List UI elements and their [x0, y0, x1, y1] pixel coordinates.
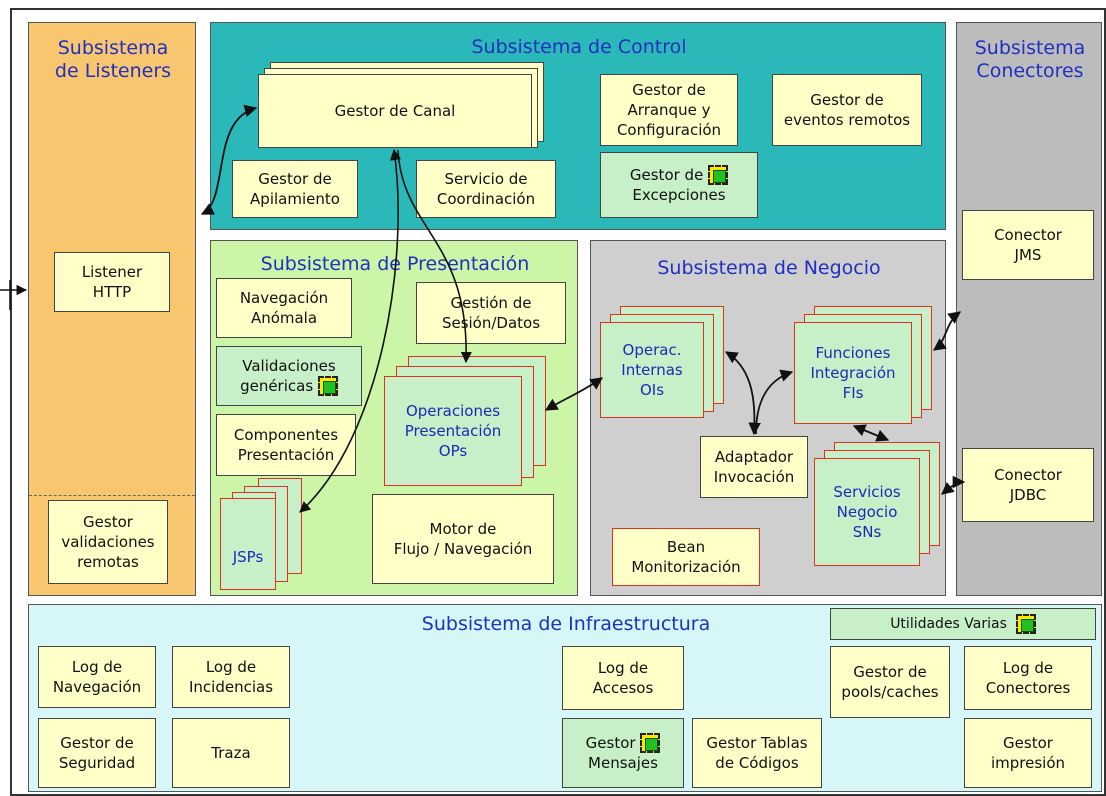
log-conectores-label: Log de Conectores [985, 658, 1071, 697]
log-navegacion-label: Log de Navegación [52, 657, 142, 696]
validaciones-label-1: Validaciones [242, 356, 336, 375]
component-cube-icon [1015, 614, 1036, 634]
gestor-excepciones-label-1: Gestor de [629, 165, 704, 184]
motor-flujo-box: Motor de Flujo / Navegación [372, 494, 554, 584]
funciones-integracion-label: Funciones Integración FIs [810, 343, 896, 403]
component-cube-icon [708, 165, 729, 186]
validaciones-label-2: genéricas [240, 376, 314, 395]
gestor-mensajes-line1: Gestor [586, 733, 661, 754]
gestor-tablas-codigos-box: Gestor Tablas de Códigos [692, 718, 822, 788]
traza-box: Traza [172, 718, 290, 788]
gestor-impresion-label: Gestor impresión [990, 733, 1066, 772]
log-conectores-box: Log de Conectores [964, 646, 1092, 710]
log-incidencias-label: Log de Incidencias [188, 657, 274, 696]
gestor-mensajes-box: Gestor Mensajes [562, 718, 684, 788]
servicios-negocio-box: Servicios Negocio SNs [814, 458, 920, 566]
conector-jms-box: Conector JMS [962, 210, 1094, 280]
conector-jms-label: Conector JMS [994, 225, 1062, 264]
gestor-canal-box: Gestor de Canal [258, 74, 532, 148]
conector-jdbc-box: Conector JDBC [962, 448, 1094, 522]
listener-http-box: Listener HTTP [54, 252, 170, 312]
traza-label: Traza [211, 743, 251, 762]
gestor-excepciones-line1: Gestor de [629, 165, 729, 186]
gestor-validaciones-remotas-box: Gestor validaciones remotas [48, 500, 168, 584]
gestor-tablas-label: Gestor Tablas de Códigos [706, 733, 808, 772]
servicios-negocio-label: Servicios Negocio SNs [833, 482, 901, 542]
jsps-label: JSPs [232, 547, 264, 566]
gestor-mensajes-label-1: Gestor [585, 733, 636, 752]
presentacion-title: Subsistema de Presentación [260, 253, 530, 275]
gestor-pools-caches-box: Gestor de pools/caches [830, 646, 950, 718]
adaptador-label: Adaptador Invocación [713, 447, 795, 486]
gestion-sesion-box: Gestión de Sesión/Datos [416, 282, 566, 344]
diagram-frame [10, 8, 1106, 796]
adaptador-invocacion-box: Adaptador Invocación [700, 436, 808, 498]
navegacion-anomala-box: Navegación Anómala [216, 278, 352, 338]
validaciones-line2: genéricas [240, 376, 338, 397]
listeners-title: Subsistema de Listeners [54, 37, 172, 82]
gestion-sesion-label: Gestión de Sesión/Datos [441, 293, 541, 332]
funciones-integracion-box: Funciones Integración FIs [794, 322, 912, 424]
validaciones-genericas-box: Validaciones genéricas [216, 346, 362, 406]
bean-monitorizacion-label: Bean Monitorización [631, 537, 741, 576]
jsps-box: JSPs [220, 498, 276, 590]
gestor-mensajes-label-2: Mensajes [588, 754, 658, 773]
component-cube-icon [317, 376, 338, 397]
component-cube-icon [640, 733, 661, 754]
log-incidencias-box: Log de Incidencias [172, 646, 290, 708]
gestor-impresion-box: Gestor impresión [964, 718, 1092, 788]
gestor-pools-label: Gestor de pools/caches [841, 662, 939, 701]
navegacion-anomala-label: Navegación Anómala [239, 288, 329, 327]
gestor-canal-label: Gestor de Canal [334, 101, 456, 120]
operac-internas-label: Operac. Internas OIs [621, 340, 683, 400]
gestor-eventos-remotos-box: Gestor de eventos remotos [772, 74, 922, 146]
utilidades-label: Utilidades Varias [890, 615, 1007, 632]
log-accesos-box: Log de Accesos [562, 646, 684, 710]
gestor-excepciones-box: Gestor de Excepciones [600, 152, 758, 218]
componentes-label: Componentes Presentación [233, 425, 339, 464]
operaciones-label: Operaciones Presentación OPs [404, 401, 502, 461]
gestor-validaciones-label: Gestor validaciones remotas [61, 512, 155, 572]
listener-http-label: Listener HTTP [81, 262, 143, 301]
bean-monitorizacion-box: Bean Monitorización [612, 528, 760, 586]
negocio-title: Subsistema de Negocio [657, 257, 881, 279]
conector-jdbc-label: Conector JDBC [994, 465, 1062, 504]
gestor-eventos-label: Gestor de eventos remotos [783, 90, 911, 129]
gestor-arranque-box: Gestor de Arranque y Configuración [600, 74, 738, 146]
gestor-arranque-label: Gestor de Arranque y Configuración [616, 80, 722, 140]
infraestructura-title: Subsistema de Infraestructura [421, 613, 711, 635]
log-accesos-label: Log de Accesos [592, 658, 654, 697]
conectores-title: Subsistema Conectores [974, 37, 1086, 82]
control-title: Subsistema de Control [471, 36, 687, 58]
listeners-divider [29, 495, 195, 496]
gestor-seguridad-label: Gestor de Seguridad [58, 733, 136, 772]
utilidades-varias-box: Utilidades Varias [830, 608, 1096, 640]
gestor-apilamiento-box: Gestor de Apilamiento [232, 160, 358, 218]
gestor-excepciones-label-2: Excepciones [632, 186, 726, 205]
motor-flujo-label: Motor de Flujo / Navegación [393, 519, 533, 558]
gestor-seguridad-box: Gestor de Seguridad [38, 718, 156, 788]
servicio-coordinacion-box: Servicio de Coordinación [416, 160, 556, 218]
gestor-apilamiento-label: Gestor de Apilamiento [250, 169, 340, 208]
componentes-presentacion-box: Componentes Presentación [216, 414, 356, 476]
operac-internas-box: Operac. Internas OIs [600, 322, 704, 418]
servicio-coordinacion-label: Servicio de Coordinación [436, 169, 536, 208]
operaciones-presentacion-box: Operaciones Presentación OPs [384, 376, 522, 486]
log-navegacion-box: Log de Navegación [38, 646, 156, 708]
